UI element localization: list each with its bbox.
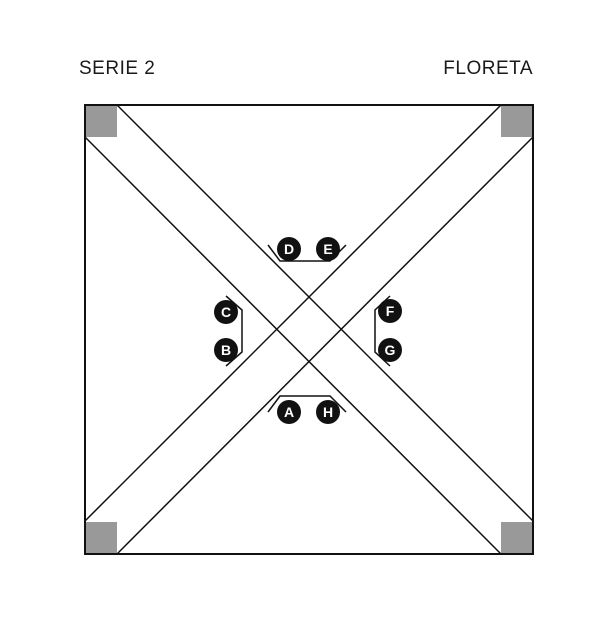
marker-circle xyxy=(316,237,340,261)
diagonal-tl-br-upper xyxy=(116,104,534,522)
series-title: SERIE 2 xyxy=(79,58,156,79)
marker-label: D xyxy=(284,241,294,257)
diagonal-tl-br-lower xyxy=(84,136,502,555)
marker-label: A xyxy=(284,404,294,420)
corner-box-bottom-right xyxy=(501,522,533,554)
outer-square xyxy=(84,104,534,555)
marker-circle xyxy=(214,300,238,324)
marker-circle xyxy=(277,400,301,424)
marker-g: G xyxy=(378,338,402,362)
diagonal-tr-bl-lower xyxy=(116,136,534,555)
marker-circle xyxy=(378,299,402,323)
corner-box-top-right xyxy=(501,105,533,137)
marker-circle xyxy=(378,338,402,362)
diagonal-tr-bl-upper xyxy=(84,104,502,522)
marker-circle xyxy=(214,338,238,362)
path-a-h xyxy=(267,395,347,413)
path-c-b xyxy=(225,295,243,367)
marker-c: C xyxy=(214,300,238,324)
marker-label: E xyxy=(323,241,332,257)
marker-f: F xyxy=(378,299,402,323)
marker-label: H xyxy=(323,404,333,420)
corner-box-bottom-left xyxy=(85,522,117,554)
marker-label: F xyxy=(386,303,395,319)
marker-circle xyxy=(316,400,340,424)
weapon-title: FLORETA xyxy=(443,58,533,79)
marker-a: A xyxy=(277,400,301,424)
marker-d: D xyxy=(277,237,301,261)
marker-label: B xyxy=(221,342,231,358)
marker-label: C xyxy=(221,304,231,320)
markers-layer: A H B C D E F G xyxy=(214,237,402,424)
marker-h: H xyxy=(316,400,340,424)
marker-e: E xyxy=(316,237,340,261)
marker-b: B xyxy=(214,338,238,362)
marker-label: G xyxy=(385,342,396,358)
corner-box-top-left xyxy=(85,105,117,137)
marker-circle xyxy=(277,237,301,261)
